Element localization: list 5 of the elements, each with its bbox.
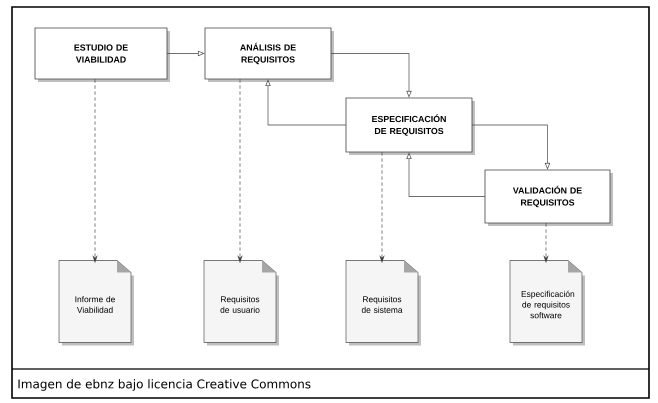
- process-box: VALIDACIÓN DE REQUISITOS: [484, 170, 613, 226]
- process-box: ANÁLISIS DE REQUISITOS: [204, 28, 334, 82]
- process-box: ESTUDIO DE VIABILIDAD: [34, 28, 170, 82]
- caption: Imagen de ebnz bajo licencia Creative Commons: [18, 379, 310, 391]
- process-box: ESPECIFICACIÓN DE REQUISITOS: [346, 98, 475, 155]
